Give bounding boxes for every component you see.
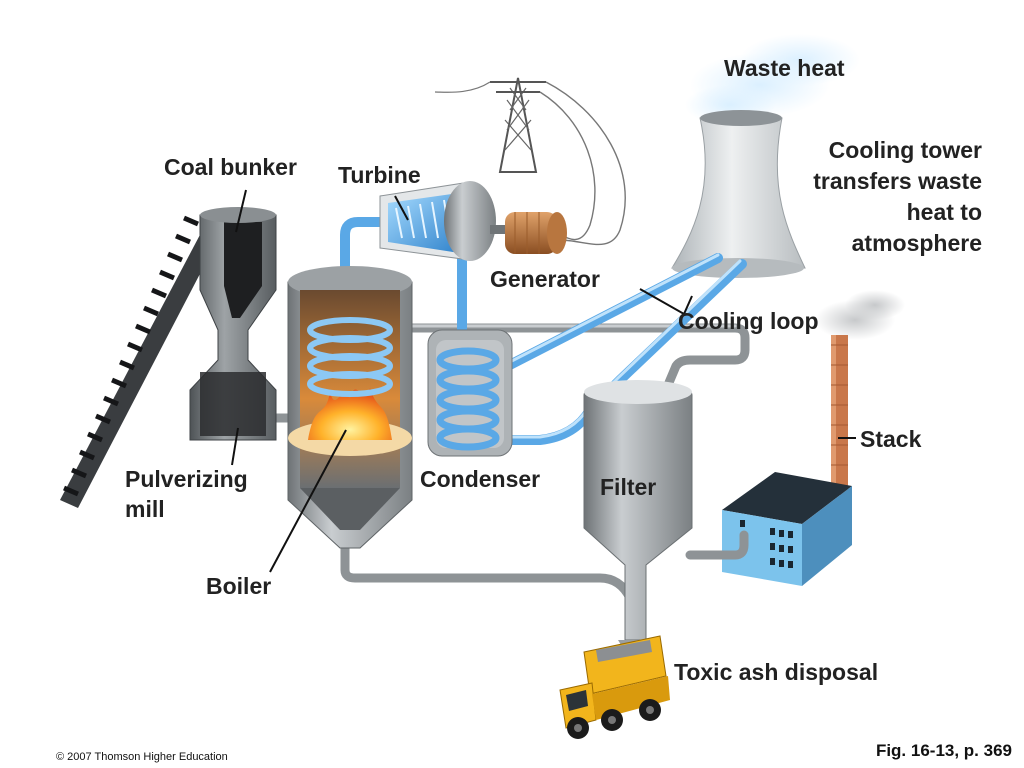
turbine	[379, 181, 510, 261]
label-cooling-tower-4: atmosphere	[852, 230, 982, 256]
label-waste-heat: Waste heat	[724, 55, 845, 81]
label-toxic-ash-disposal: Toxic ash disposal	[674, 659, 878, 685]
label-coal-bunker: Coal bunker	[164, 154, 297, 180]
transmission-pylon	[434, 77, 626, 246]
label-pulverizing-mill-2: mill	[125, 496, 165, 522]
label-cooling-tower-3: heat to	[907, 199, 982, 225]
label-filter: Filter	[600, 474, 656, 500]
generator	[505, 212, 567, 254]
stack-building	[722, 472, 852, 586]
label-cooling-tower-1: Cooling tower	[829, 137, 982, 163]
label-cooling-loop: Cooling loop	[678, 308, 819, 334]
label-stack: Stack	[860, 426, 922, 452]
boiler	[287, 266, 413, 549]
coal-conveyor	[60, 212, 228, 508]
coal-bunker	[189, 207, 277, 441]
copyright-text: © 2007 Thomson Higher Education	[56, 751, 228, 763]
filter	[583, 380, 693, 660]
label-condenser: Condenser	[420, 466, 540, 492]
label-cooling-tower-2: transfers waste	[813, 168, 982, 194]
label-pulverizing-mill-1: Pulverizing	[125, 466, 248, 492]
ash-truck	[559, 635, 670, 739]
leader-lines	[231, 189, 856, 573]
condenser	[427, 329, 513, 457]
figure-reference: Fig. 16-13, p. 369	[876, 741, 1012, 760]
label-boiler: Boiler	[206, 573, 271, 599]
label-turbine: Turbine	[338, 162, 421, 188]
smoke-stack	[815, 290, 905, 495]
label-generator: Generator	[490, 266, 600, 292]
